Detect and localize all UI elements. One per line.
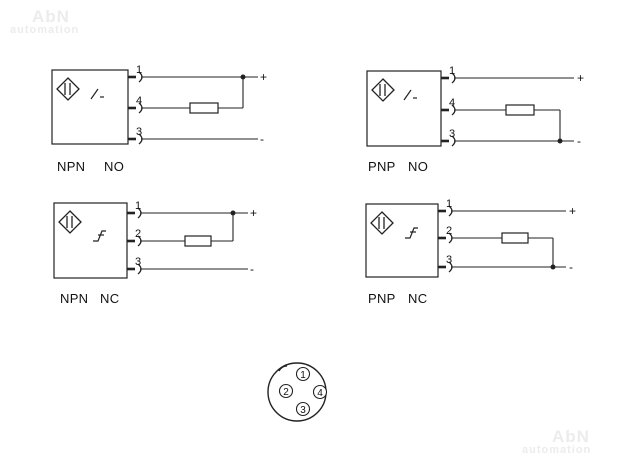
inductive-sensor-icon xyxy=(58,210,82,234)
watermark-brand: AbN xyxy=(32,7,70,26)
wire-3: 3 xyxy=(127,256,248,275)
pin-circle xyxy=(278,383,294,399)
caption-type: PNP xyxy=(368,159,396,174)
connector-pin-3: 3 xyxy=(295,401,311,417)
sensor-diagram-pnp-no: 1 4 3 + - xyxy=(366,65,584,148)
no-switch-icon xyxy=(90,88,104,100)
connector-pin-2: 2 xyxy=(278,383,294,399)
wire-3: 3 xyxy=(128,126,258,145)
pin-number-label: 3 xyxy=(449,128,455,140)
pin-number-label: 2 xyxy=(446,225,452,237)
wire-4: 4 xyxy=(128,95,243,114)
caption-mode: NO xyxy=(408,159,429,174)
pin-circle xyxy=(295,366,311,382)
pin-number-label: 3 xyxy=(135,256,141,268)
connector-pin-1: 1 xyxy=(295,366,311,382)
pin-number-label: 1 xyxy=(136,64,142,76)
caption-type: NPN xyxy=(57,159,86,174)
pin-number-label: 1 xyxy=(135,200,141,212)
resistor-icon xyxy=(501,232,529,244)
caption-mode: NC xyxy=(100,291,120,306)
nc-switch-icon xyxy=(93,230,106,242)
caption-type: NPN xyxy=(60,291,89,306)
supply-plus-label: + xyxy=(569,204,576,218)
sensor-diagram-npn-nc: 1 2 3 + - xyxy=(53,200,257,279)
pin-number-label: 2 xyxy=(135,228,141,240)
wire-3: 3 xyxy=(441,128,574,147)
supply-plus-label: + xyxy=(260,70,267,84)
pin-number-label: 1 xyxy=(449,65,455,77)
supply-minus-label: - xyxy=(577,134,581,148)
supply-plus-label: + xyxy=(577,71,584,85)
m12-connector: 12 43 xyxy=(267,362,328,422)
wire-2: 2 xyxy=(438,225,553,244)
pin-label: 2 xyxy=(283,387,289,398)
resistor-icon xyxy=(184,235,212,247)
sensor-body xyxy=(365,203,439,278)
pin-number-label: 3 xyxy=(136,126,142,138)
pin-number-label: 1 xyxy=(446,198,452,210)
junction-dot xyxy=(550,264,556,270)
wire-2: 2 xyxy=(127,228,233,247)
inductive-sensor-icon xyxy=(56,77,80,101)
sensor-body xyxy=(53,202,128,279)
watermark-brand: AbN xyxy=(552,427,590,446)
watermark-sub: automation xyxy=(10,24,80,36)
pin-circle xyxy=(312,384,328,400)
wire-1: 1 xyxy=(438,198,566,217)
wire-1: 1 xyxy=(128,64,258,83)
caption-mode: NO xyxy=(104,159,125,174)
supply-minus-label: - xyxy=(569,260,573,274)
caption-mode: NC xyxy=(408,291,428,306)
supply-minus-label: - xyxy=(260,132,264,146)
junction-dot xyxy=(557,138,563,144)
sensor-body xyxy=(366,70,442,147)
sensor-diagram-pnp-nc: 1 2 3 + - xyxy=(365,198,576,278)
pin-number-label: 4 xyxy=(449,97,455,109)
caption-type: PNP xyxy=(368,291,396,306)
pin-number-label: 3 xyxy=(446,254,452,266)
key-notch-icon xyxy=(278,365,288,372)
sensor-diagram-npn-no: 1 4 3 + - xyxy=(51,64,267,146)
supply-minus-label: - xyxy=(250,262,254,276)
pin-circle xyxy=(295,401,311,417)
pin-label: 3 xyxy=(300,405,306,416)
supply-plus-label: + xyxy=(250,206,257,220)
junction-dot xyxy=(230,210,236,216)
wire-4: 4 xyxy=(441,97,560,116)
no-switch-icon xyxy=(403,89,417,101)
sensor-body xyxy=(51,69,129,145)
inductive-sensor-icon xyxy=(370,211,394,235)
resistor-icon xyxy=(505,104,535,116)
inductive-sensor-icon xyxy=(371,78,395,102)
watermark-sub: automation xyxy=(522,444,592,456)
resistor-icon xyxy=(189,102,219,114)
nc-switch-icon xyxy=(405,227,418,239)
junction-dot xyxy=(240,74,246,80)
pin-label: 4 xyxy=(317,388,323,399)
watermark-top: AbN automation xyxy=(10,8,79,36)
watermark-bottom: AbN automation xyxy=(522,428,591,456)
connector-pin-4: 4 xyxy=(312,384,328,400)
wire-1: 1 xyxy=(127,200,248,219)
pin-label: 1 xyxy=(300,370,306,381)
wire-1: 1 xyxy=(441,65,574,84)
wire-3: 3 xyxy=(438,254,566,273)
pin-number-label: 4 xyxy=(136,95,142,107)
